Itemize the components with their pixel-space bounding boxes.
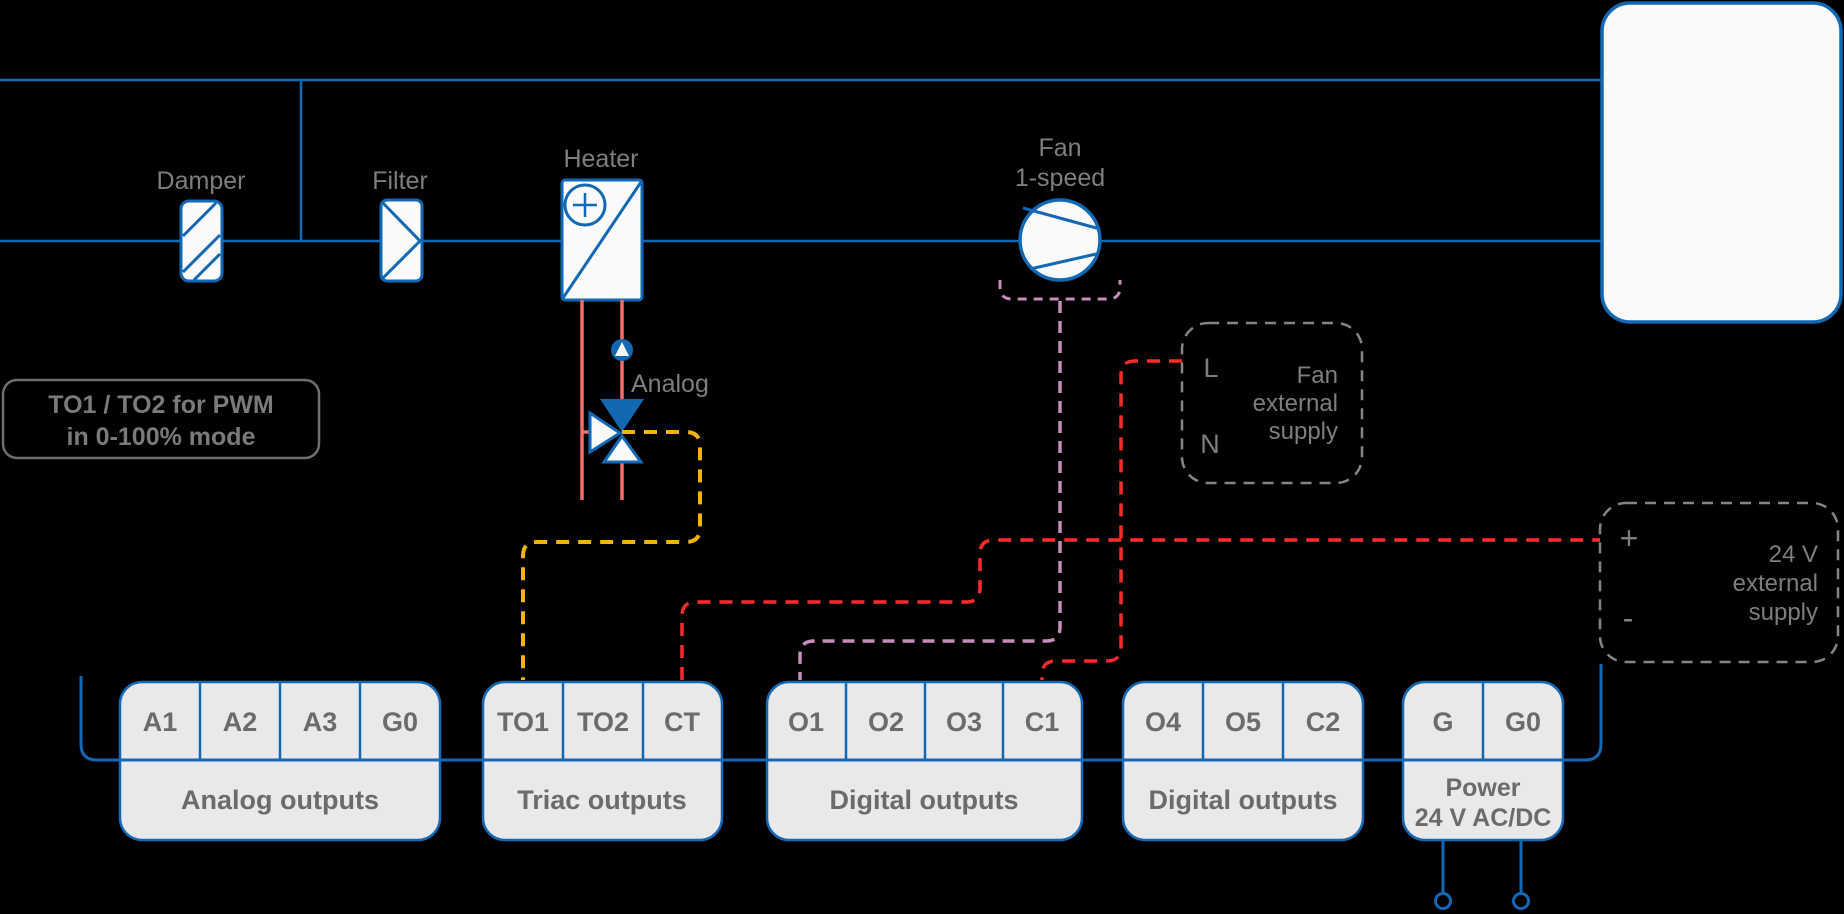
filter-symbol (379, 198, 424, 283)
heater-diagonal (561, 181, 643, 299)
g0-bus-line (79, 664, 1603, 762)
duct (0, 78, 1602, 243)
caption-power-line2: 24 V AC/DC (1415, 804, 1552, 832)
power-pigtails (1434, 840, 1530, 910)
24v-supply-minus: - (1623, 600, 1634, 636)
24v-external-supply-box: + - 24 V external supply (1598, 501, 1840, 664)
note-border (1, 378, 321, 460)
filter-label: Filter (372, 167, 428, 195)
filter-chevron (380, 200, 423, 281)
terminal-dividers (198, 682, 1485, 760)
pump-arrow (615, 342, 629, 356)
wire-ct-24v-plus (680, 538, 1600, 680)
heater-symbol (560, 178, 644, 302)
caption-power-line1: Power (1445, 774, 1520, 802)
note-line1: TO1 / TO2 for PWM (48, 391, 274, 419)
note-line2: in 0-100% mode (67, 423, 256, 451)
fan-supply-border (1180, 321, 1364, 485)
fan-supply-label-2: external (1253, 390, 1338, 417)
terminal-power-g0: G0 (1505, 707, 1541, 737)
terminal-c1: C1 (1025, 707, 1060, 737)
terminal-o1: O1 (788, 707, 824, 737)
controller-unit-box (1600, 1, 1843, 324)
caption-triac-outputs: Triac outputs (517, 785, 687, 815)
pump-symbol (611, 339, 633, 361)
fan-blade-2 (1029, 252, 1097, 271)
fan-supply-l: L (1203, 353, 1218, 383)
fan-supply-label-3: supply (1269, 418, 1338, 445)
damper-label: Damper (157, 167, 246, 195)
filter-body (379, 198, 424, 283)
fan-symbol (1018, 198, 1102, 282)
note-box: TO1 / TO2 for PWM in 0-100% mode (1, 378, 321, 460)
caption-digital-outputs-2: Digital outputs (1149, 785, 1338, 815)
24v-supply-label-1: 24 V (1769, 541, 1818, 568)
terminal-to2: TO2 (577, 707, 629, 737)
pigtail-g-terminal (1434, 892, 1452, 910)
24v-supply-plus: + (1620, 520, 1639, 556)
terminal-to1: TO1 (497, 707, 549, 737)
terminal-o2: O2 (868, 707, 904, 737)
terminal-o4: O4 (1145, 707, 1181, 737)
24v-supply-label-3: supply (1749, 599, 1818, 626)
terminal-a1: A1 (143, 707, 178, 737)
terminal-c2: C2 (1306, 707, 1341, 737)
terminal-labels: A1 A2 A3 G0 TO1 TO2 CT O1 O2 O3 C1 O4 O5… (143, 707, 1541, 737)
valve-symbol (588, 399, 644, 464)
fan-external-supply-box: L N Fan external supply (1180, 321, 1364, 485)
24v-supply-border (1598, 501, 1840, 664)
fan-label-line1: Fan (1038, 134, 1081, 162)
damper-hatch-3 (192, 252, 222, 282)
valve-top-triangle (600, 399, 644, 432)
pigtail-g0-terminal (1512, 892, 1530, 910)
wire-valve-to1 (521, 430, 702, 680)
valve-label: Analog (631, 370, 709, 398)
caption-digital-outputs-1: Digital outputs (830, 785, 1019, 815)
damper-hatch-1 (181, 201, 218, 238)
heater-label: Heater (563, 145, 638, 173)
caption-analog-outputs: Analog outputs (181, 785, 379, 815)
terminal-o3: O3 (946, 707, 982, 737)
valve-left-triangle (588, 410, 623, 455)
fan-supply-label-1: Fan (1297, 362, 1338, 389)
wire-fan-o1 (798, 301, 1062, 680)
24v-supply-label-2: external (1733, 570, 1818, 597)
terminal-a2: A2 (223, 707, 258, 737)
valve-bottom-triangle (601, 433, 644, 464)
fan-blade-1 (1022, 206, 1101, 231)
terminal-ct: CT (664, 707, 700, 737)
terminal-a3: A3 (303, 707, 338, 737)
terminal-g: G (1432, 707, 1453, 737)
terminal-o5: O5 (1225, 707, 1261, 737)
fan-bracket (998, 280, 1122, 301)
fan-label-line2: 1-speed (1015, 164, 1105, 192)
damper-hatch-2 (181, 233, 222, 274)
wire-fan-l-c1 (1040, 359, 1182, 680)
damper-symbol (179, 199, 224, 283)
terminal-g0: G0 (382, 707, 418, 737)
fan-body (1018, 198, 1102, 282)
fan-supply-n: N (1200, 429, 1220, 459)
block-captions: Analog outputs Triac outputs Digital out… (181, 774, 1551, 832)
